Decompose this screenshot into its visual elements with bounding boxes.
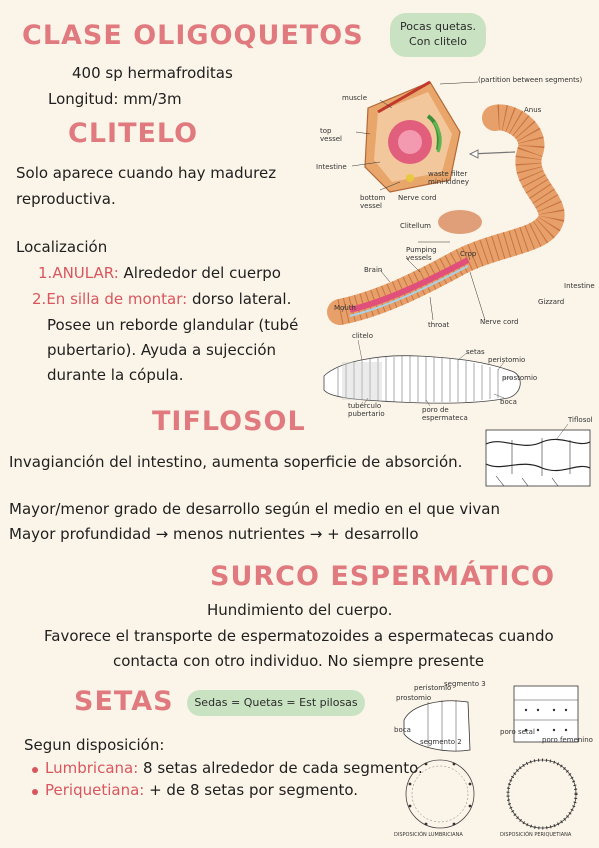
tiflosol-diagram: Tiflosol (482, 414, 593, 492)
label-prostomio-setas: prostomio (396, 694, 432, 702)
setas-diagram: peristomio segmento 3 prostomio boca seg… (392, 680, 593, 844)
clitelo-external-svg (323, 339, 521, 407)
clitelo-extra-1: Posee un reborde glandular (tubé (47, 316, 299, 334)
label-muscle: muscle (342, 94, 368, 102)
clitelo-item-silla: 2.En silla de montar: dorso lateral. (32, 290, 291, 308)
item-term: Lumbricana: (45, 759, 139, 777)
label-disp-lumbriciana: DISPOSICIÓN LUMBRICIANA (394, 832, 463, 838)
pill-pocas-quetas: Pocas quetas. Con clitelo (390, 13, 486, 57)
label-top-vessel: top vessel (320, 127, 342, 143)
label-mouth: Mouth (334, 304, 356, 312)
item-desc: dorso lateral. (187, 290, 292, 308)
title-tiflosol: TIFLOSOL (152, 406, 306, 437)
label-throat: throat (428, 321, 450, 329)
tiflosol-line-1: Invagianción del intestino, aumenta sope… (9, 453, 463, 471)
item-num: 1. (38, 264, 53, 282)
item-num: 2. (32, 290, 47, 308)
label-brain: Brain (364, 266, 383, 274)
label-clitelo: clitelo (352, 332, 374, 340)
item-term: ANULAR: (52, 264, 119, 282)
label-peristomio: peristomio (488, 356, 526, 364)
pill-line-1: Pocas quetas. (400, 20, 476, 33)
clitelo-intro-1: Solo aparece cuando hay madurez (16, 164, 277, 182)
clitelo-extra-3: durante la cópula. (47, 366, 184, 384)
title-clase-oligoquetos: CLASE OLIGOQUETOS (22, 20, 364, 51)
label-segmento-3: segmento 3 (444, 680, 486, 688)
label-clitellum: Clitellum (400, 222, 431, 230)
label-disp-periquetiana: DISPOSICIÓN PERIQUETIANA (500, 832, 572, 838)
label-waste-filter: waste filter mini-kidney (428, 170, 469, 186)
bullet-periquetiana (32, 789, 38, 795)
segun-disposicion-label: Segun disposición: (24, 736, 165, 754)
clase-line-1: 400 sp hermafroditas (72, 64, 233, 82)
cross-section-illustration (364, 80, 461, 193)
label-poro-setal: poro setal (500, 728, 535, 736)
label-bottom-vessel: bottom vessel (360, 194, 386, 210)
label-intestine-top: Intestine (316, 163, 347, 171)
bullet-lumbricana (32, 767, 38, 773)
localizacion-label: Localización (16, 238, 108, 256)
label-poro-espermateca: poro de espermateca (422, 406, 468, 422)
surco-line-3: contacta con otro individuo. No siempre … (113, 652, 485, 670)
label-partition: (partition between segments) (478, 76, 583, 84)
item-desc: 8 setas alrededor de cada segmento. (138, 759, 423, 777)
label-intestine-bottom: Intestine (564, 282, 595, 290)
label-setas: setas (466, 348, 485, 356)
setas-item-lumbricana: Lumbricana: 8 setas alrededor de cada se… (45, 759, 423, 777)
clitelo-intro-2: reproductiva. (16, 190, 116, 208)
label-boca-setas: boca (394, 726, 411, 734)
surco-line-1: Hundimiento del cuerpo. (207, 601, 393, 619)
label-boca: boca (500, 398, 517, 406)
setas-item-periquetiana: Periquetiana: + de 8 setas por segmento. (45, 781, 358, 799)
clitelo-external-diagram: clitelo setas peristomio prostomio boca … (318, 332, 548, 424)
label-crop: Crop (460, 250, 477, 258)
label-tuberculo: tubérculo pubertario (348, 402, 385, 418)
title-setas: SETAS (74, 686, 174, 717)
label-poro-femenino: poro femenino (542, 736, 593, 744)
label-pumping-vessels: Pumping vessels (406, 246, 437, 262)
label-nerve-cord-bottom: Nerve cord (480, 318, 519, 326)
tiflosol-svg (485, 423, 591, 487)
label-segmento-2: segmento 2 (420, 738, 462, 746)
clase-line-2: Longitud: mm/3m (48, 90, 182, 108)
pill-sedas-quetas: Sedas = Quetas = Est pilosas (187, 690, 365, 716)
label-peristomio-setas: peristomio (414, 684, 452, 692)
clitelo-item-anular: 1.ANULAR: Alrededor del cuerpo (38, 264, 281, 282)
label-gizzard: Gizzard (538, 298, 565, 306)
item-term: En silla de montar: (46, 290, 188, 308)
worm-anatomy-diagram: (partition between segments) muscle Anus… (310, 72, 599, 347)
title-clitelo: CLITELO (68, 118, 199, 149)
label-anus: Anus (524, 106, 542, 114)
item-desc: Alrededor del cuerpo (118, 264, 281, 282)
title-surco-espermatico: SURCO ESPERMÁTICO (210, 561, 556, 592)
label-prostomio: prostomio (502, 374, 538, 382)
pill-line-2: Con clitelo (409, 35, 467, 48)
setas-svg (403, 685, 579, 830)
label-tiflosol: Tiflosol (568, 416, 593, 424)
tiflosol-line-3: Mayor profundidad → menos nutrientes → +… (9, 525, 419, 543)
label-nerve-cord-top: Nerve cord (398, 194, 437, 202)
clitelo-extra-2: pubertario). Ayuda a sujección (47, 341, 277, 359)
item-term: Periquetiana: (45, 781, 145, 799)
tiflosol-line-2: Mayor/menor grado de desarrollo según el… (9, 500, 500, 518)
item-desc: + de 8 setas por segmento. (144, 781, 359, 799)
worm-anatomy-svg (327, 80, 565, 325)
surco-line-2: Favorece el transporte de espermatozoide… (44, 627, 554, 645)
